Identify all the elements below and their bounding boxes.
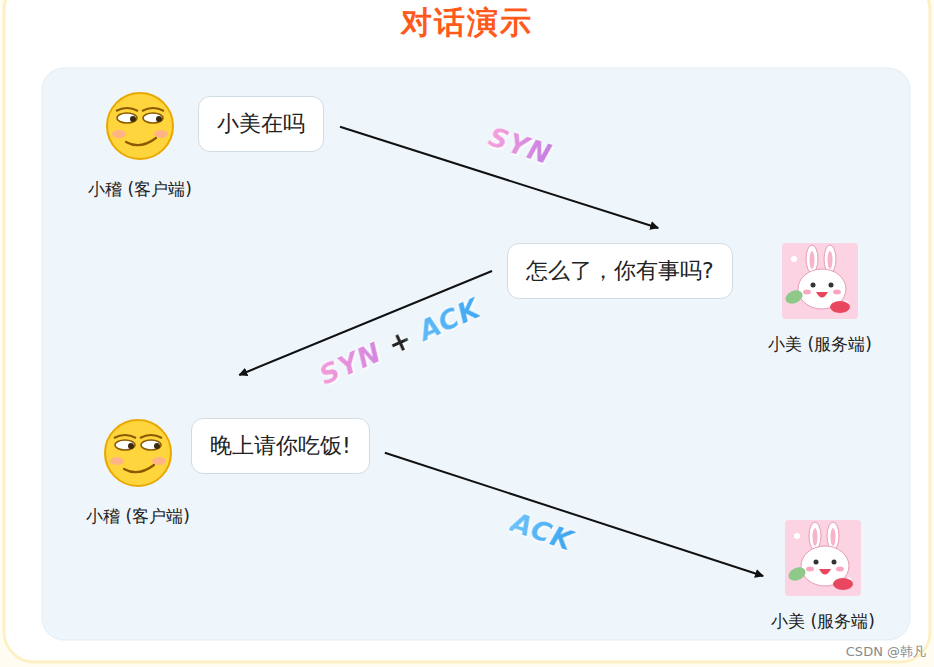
speech-bubble: 怎么了，你有事吗? — [507, 243, 733, 299]
avatar: 小稽 (客户端) — [86, 415, 190, 527]
watermark: CSDN @韩凡 — [846, 643, 926, 661]
message-arrow — [385, 453, 763, 576]
message-text: 小美在吗 — [217, 107, 305, 141]
role-caption: 小稽 (客户端) — [88, 178, 192, 200]
avatar: 小美 (服务端) — [768, 243, 872, 355]
message-text: 晚上请你吃饭! — [210, 429, 351, 463]
avatar: 小美 (服务端) — [771, 520, 875, 632]
role-caption: 小美 (服务端) — [771, 610, 875, 632]
speech-bubble: 小美在吗 — [198, 96, 324, 152]
bunny-picture — [785, 520, 861, 596]
avatar: 小稽 (客户端) — [88, 88, 192, 200]
outer-card — [4, 0, 930, 662]
signal-label: SYN — [484, 121, 555, 171]
role-caption: 小稽 (客户端) — [86, 505, 190, 527]
signal-label: ACK — [507, 506, 578, 557]
speech-bubble: 晚上请你吃饭! — [191, 418, 370, 474]
bunny-picture — [782, 243, 858, 319]
smiley-face — [102, 88, 178, 164]
title: 对话演示 — [0, 2, 934, 44]
smiley-face — [100, 415, 176, 491]
signal-label: SYN + ACK — [315, 292, 486, 392]
role-caption: 小美 (服务端) — [768, 333, 872, 355]
message-text: 怎么了，你有事吗? — [526, 254, 714, 288]
inner-panel — [42, 68, 910, 640]
